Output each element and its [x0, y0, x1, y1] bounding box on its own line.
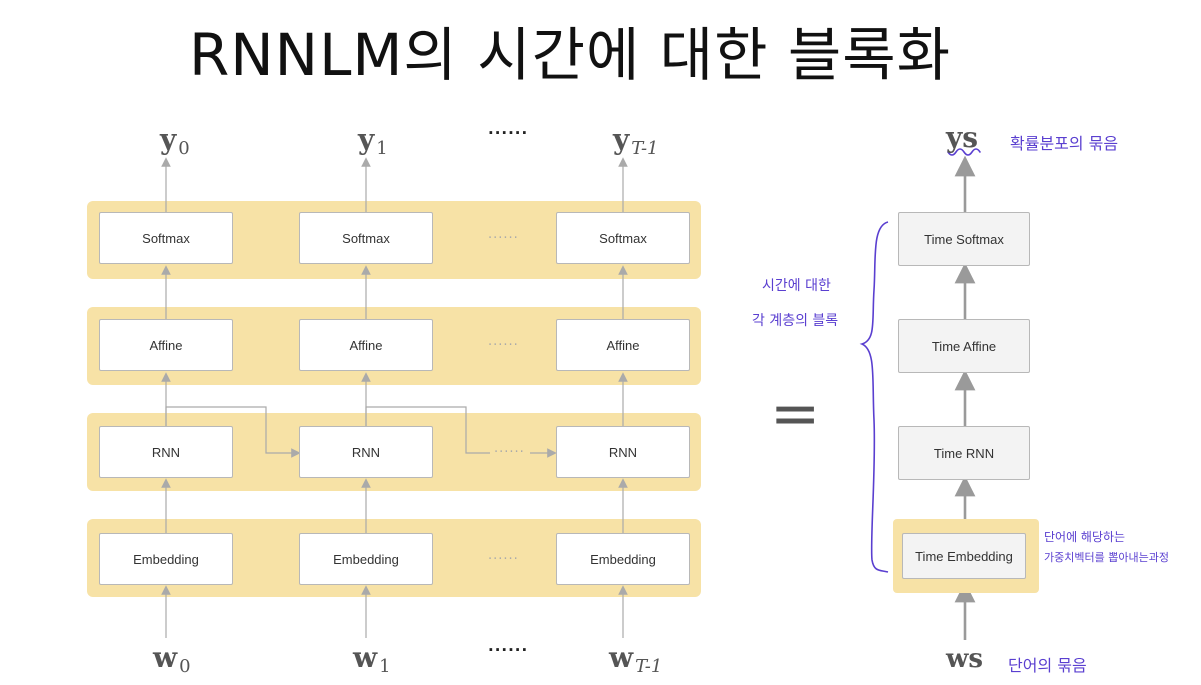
input-w-1-base: w [353, 641, 378, 674]
embedding-node-0: Embedding [99, 533, 233, 585]
input-w-t-base: w [609, 641, 634, 674]
embedding-node-t: Embedding [556, 533, 690, 585]
embedding-node-1: Embedding [299, 533, 433, 585]
input-ws: ws [946, 644, 984, 674]
softmax-node-1: Softmax [299, 212, 433, 264]
softmax-node-t: Softmax [556, 212, 690, 264]
embedding-ellipsis: ······ [488, 552, 519, 567]
input-w-t-sub-text: T-1 [635, 656, 663, 677]
input-w-1-sub: 1 [379, 656, 391, 677]
input-column-ellipsis: ······ [488, 641, 529, 659]
rnn-node-1: RNN [299, 426, 433, 478]
rnn-node-t: RNN [556, 426, 690, 478]
rnn-node-0: RNN [99, 426, 233, 478]
affine-node-1: Affine [299, 319, 433, 371]
input-w-0-base: w [153, 641, 178, 674]
ys-annotation: 확률분포의 묶음 [1010, 134, 1119, 153]
input-w-0-sub: 0 [179, 656, 191, 677]
output-y-t-base: y [613, 123, 630, 156]
output-ys: ys [946, 121, 979, 154]
time-softmax-node: Time Softmax [898, 212, 1030, 266]
embedding-annotation-line1: 단어에 해당하는 [1044, 530, 1126, 544]
page-title: RNNLM의 시간에 대한 블록화 [189, 21, 951, 89]
output-y-0-sub: 0 [178, 138, 190, 159]
equals-sign: = [770, 379, 821, 449]
time-embedding-node: Time Embedding [902, 533, 1026, 579]
affine-node-t: Affine [556, 319, 690, 371]
output-y-0-base: y [160, 123, 177, 156]
ws-annotation: 단어의 묶음 [1008, 656, 1087, 675]
affine-ellipsis: ······ [488, 338, 519, 353]
output-y-1-sub: 1 [376, 138, 388, 159]
output-y-t-sub-text: T-1 [631, 138, 659, 159]
affine-node-0: Affine [99, 319, 233, 371]
time-rnn-node: Time RNN [898, 426, 1030, 480]
brace-annotation-line2: 각 계층의 블록 [752, 313, 839, 329]
softmax-node-0: Softmax [99, 212, 233, 264]
output-y-1-base: y [358, 123, 375, 156]
time-affine-node: Time Affine [898, 319, 1030, 373]
output-column-ellipsis: ······ [488, 124, 529, 142]
rnn-ellipsis: ······ [494, 445, 525, 460]
input-w-t-sub: T-1 [635, 656, 662, 677]
output-y-t-sub: T-1 [631, 138, 658, 159]
brace-annotation-line1: 시간에 대한 [762, 278, 831, 294]
softmax-ellipsis: ······ [488, 231, 519, 246]
embedding-annotation-line2: 가중치벡터를 뽑아내는과정 [1044, 551, 1169, 564]
